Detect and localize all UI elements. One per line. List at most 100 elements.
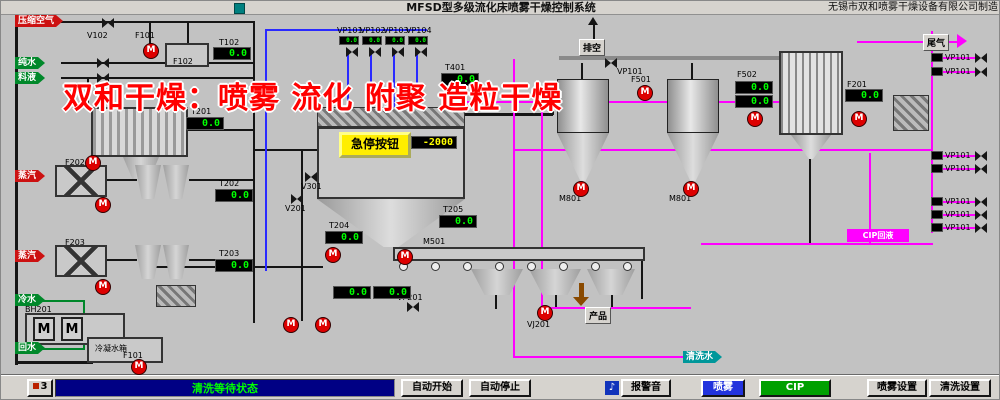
motor-icon[interactable]: M (637, 85, 653, 101)
toolbar-button[interactable]: CIP (759, 379, 831, 397)
pipe (869, 153, 871, 245)
pipe (31, 300, 85, 302)
motor-icon[interactable]: M (325, 247, 341, 263)
pipe (513, 356, 685, 358)
motor-icon[interactable]: M (315, 317, 331, 333)
valve-icon[interactable] (975, 197, 987, 207)
equipment-tag: T202 (219, 179, 240, 188)
valve-icon[interactable] (975, 223, 987, 233)
motor-icon[interactable]: M (747, 111, 763, 127)
pipe (555, 295, 557, 309)
page-icon (32, 383, 39, 389)
valve-icon[interactable] (305, 172, 317, 182)
pipe (189, 179, 253, 181)
valve-icon[interactable] (97, 73, 109, 83)
valve-icon[interactable] (97, 58, 109, 68)
equipment-tag: M801 (669, 194, 692, 203)
toolbar-button[interactable]: 自动开始 (401, 379, 463, 397)
page-button[interactable]: 3 (27, 379, 53, 397)
motor-icon[interactable]: M (683, 181, 699, 197)
motor-icon[interactable]: M (143, 43, 159, 59)
conveyor-wheel-icon (623, 262, 632, 271)
toolbar-button[interactable]: 报警音 (621, 379, 671, 397)
motor-icon[interactable]: M (283, 317, 299, 333)
valve-icon[interactable] (975, 67, 987, 77)
cyclone-1-body (557, 79, 609, 133)
blower-motor-symbol: M (61, 317, 83, 341)
equipment-tag: F102 (173, 57, 193, 66)
toolbar-button[interactable]: 自动停止 (469, 379, 531, 397)
fluidbed-conveyor (393, 247, 645, 261)
equipment-tag: BH201 (25, 305, 52, 314)
emergency-stop-button[interactable]: 急停按钮 (339, 132, 411, 158)
valve-icon[interactable] (605, 58, 617, 68)
status-bar: 清洗等待状态 (55, 379, 395, 397)
pipe (809, 159, 811, 245)
valve-icon[interactable] (346, 47, 358, 57)
pipe (541, 101, 543, 309)
valve-icon[interactable] (975, 210, 987, 220)
equipment-tag: F201 (847, 80, 867, 89)
pipe (301, 149, 303, 321)
toolbar-button[interactable]: 清洗设置 (929, 379, 991, 397)
f102-blower-box (165, 43, 209, 67)
valve-icon[interactable] (407, 302, 419, 312)
valve-icon[interactable] (291, 194, 303, 204)
equipment-tag: VP101 (945, 164, 971, 173)
led-display: -2000 (411, 136, 457, 149)
conveyor-wheel-icon (463, 262, 472, 271)
pipe (265, 29, 267, 271)
equipment-tag: T401 (445, 63, 466, 72)
equipment-tag: T102 (219, 38, 240, 47)
page-title: MFSD型多级流化床喷雾干燥控制系统 (406, 1, 596, 14)
motor-icon[interactable]: M (537, 305, 553, 321)
motor-icon[interactable]: M (573, 181, 589, 197)
valve-icon[interactable] (975, 151, 987, 161)
alarm-sound-icon[interactable]: ♪ (605, 381, 619, 395)
bag-filter (91, 107, 188, 157)
valve-icon[interactable] (975, 164, 987, 174)
outlet-label: 产品 (585, 307, 612, 324)
led-display (931, 223, 943, 232)
cyclone-2-body (667, 79, 719, 133)
motor-icon[interactable]: M (85, 155, 101, 171)
led-display: 0.0 (439, 215, 477, 228)
led-display: 0.0 (333, 286, 371, 299)
pipe (149, 23, 151, 45)
valve-icon[interactable] (369, 47, 381, 57)
page-number: 3 (40, 381, 48, 392)
motor-icon[interactable]: M (95, 279, 111, 295)
motor-icon[interactable]: M (397, 249, 413, 265)
motor-icon[interactable]: M (851, 111, 867, 127)
pipe (61, 62, 255, 64)
equipment-tag: VP101 (337, 26, 363, 35)
product-arrow-icon (573, 297, 589, 306)
pipe (931, 31, 933, 233)
motor-icon[interactable]: M (131, 359, 147, 375)
valve-icon[interactable] (102, 18, 114, 28)
product-arrow-icon (579, 283, 584, 299)
toolbar-button[interactable]: 喷雾 (701, 379, 745, 397)
equipment-tag: VP101 (945, 53, 971, 62)
pipe (253, 149, 317, 151)
pipe (265, 29, 427, 31)
led-display: 0.0 (325, 231, 363, 244)
pipe (611, 295, 613, 309)
led-display (931, 164, 943, 173)
equipment-tag: VP103 (383, 26, 409, 35)
led-display (931, 53, 943, 62)
motor-icon[interactable]: M (95, 197, 111, 213)
equipment-tag: VJ201 (527, 320, 551, 329)
pipe (513, 59, 515, 357)
tower-inlet-plenum (317, 107, 465, 127)
valve-icon[interactable] (975, 53, 987, 63)
toolbar-button[interactable]: 喷雾设置 (867, 379, 927, 397)
equipment-tag: F203 (65, 238, 85, 247)
pipe (857, 41, 957, 43)
led-display (931, 151, 943, 160)
pipe (593, 25, 595, 41)
outlet-label: 排空 (579, 39, 606, 56)
pipe (933, 71, 975, 73)
valve-icon[interactable] (415, 47, 427, 57)
valve-icon[interactable] (392, 47, 404, 57)
